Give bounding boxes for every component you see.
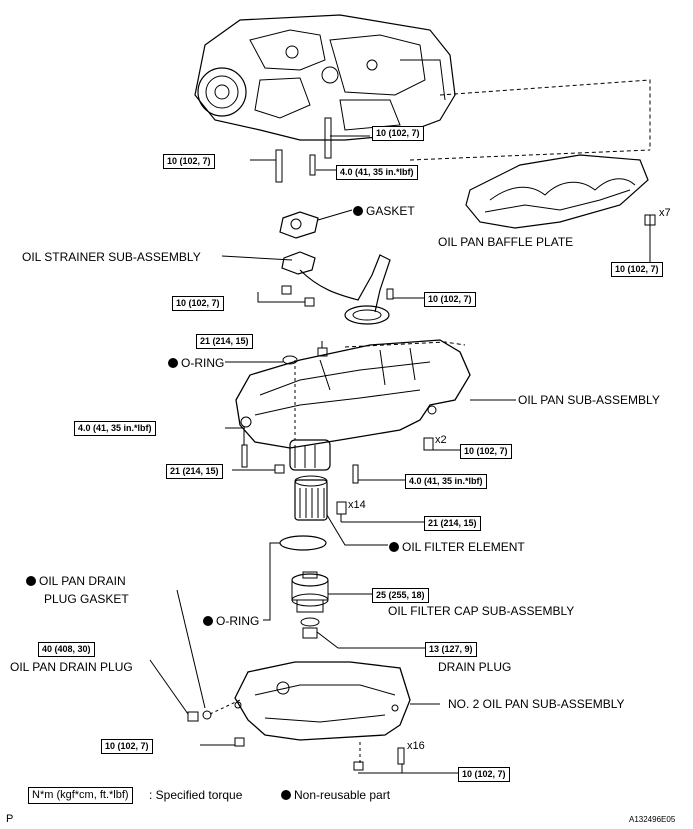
- torque-box-filter-cap: 25 (255, 18): [372, 588, 429, 603]
- legend-torque-box: N*m (kgf*cm, ft.*lbf): [28, 787, 133, 804]
- baffle-plate: [465, 154, 649, 229]
- count-x7: x7: [659, 207, 671, 219]
- torque-box-strainer-right: 10 (102, 7): [424, 292, 476, 307]
- gasket-part: [279, 211, 319, 239]
- non-reusable-dot-icon: [168, 358, 178, 368]
- oil-pan-upper: [235, 339, 471, 471]
- torque-box-pan2-right: 10 (102, 7): [458, 767, 510, 782]
- non-reusable-dot-icon: [281, 790, 291, 800]
- count-x2: x2: [435, 434, 447, 446]
- count-x14: x14: [348, 499, 366, 511]
- oil-pan-lower: [234, 661, 411, 741]
- figure-id: A132496E05: [629, 815, 676, 824]
- label-oil-pan-drain-plug: OIL PAN DRAIN PLUG: [10, 660, 133, 674]
- label-oil-pan: OIL PAN SUB-ASSEMBLY: [518, 393, 660, 407]
- torque-box-pan2-left: 10 (102, 7): [101, 739, 153, 754]
- torque-box-pan-stud-right: 4.0 (41, 35 in.*lbf): [405, 474, 487, 489]
- torque-box-drain-plug-pan: 40 (408, 30): [38, 642, 95, 657]
- page-letter: P: [6, 813, 14, 825]
- label-no2-oil-pan: NO. 2 OIL PAN SUB-ASSEMBLY: [448, 697, 625, 711]
- non-reusable-dot-icon: [26, 576, 36, 586]
- torque-box-pan-top: 21 (214, 15): [196, 334, 253, 349]
- label-drain-plug-gasket: OIL PAN DRAIN: [26, 574, 126, 588]
- torque-box-pan-stud-left: 4.0 (41, 35 in.*lbf): [74, 421, 156, 436]
- torque-box-pan-bottom-left: 21 (214, 15): [166, 464, 223, 479]
- non-reusable-dot-icon: [203, 616, 213, 626]
- torque-box-strainer-left: 10 (102, 7): [172, 296, 224, 311]
- label-oil-strainer: OIL STRAINER SUB-ASSEMBLY: [22, 250, 201, 264]
- count-x16: x16: [407, 740, 425, 752]
- oil-strainer: [281, 251, 391, 325]
- torque-box-pan-x2: 10 (102, 7): [460, 444, 512, 459]
- label-drain-plug: DRAIN PLUG: [438, 660, 512, 674]
- torque-box-pan-x14: 21 (214, 15): [424, 516, 481, 531]
- label-drain-plug-gasket-2: PLUG GASKET: [44, 592, 129, 606]
- torque-box-baffle: 10 (102, 7): [611, 262, 663, 277]
- label-o-ring-bottom: O-RING: [203, 614, 259, 628]
- torque-box-engine-right: 10 (102, 7): [372, 126, 424, 141]
- non-reusable-dot-icon: [353, 206, 363, 216]
- label-oil-filter-cap: OIL FILTER CAP SUB-ASSEMBLY: [388, 604, 575, 618]
- oil-filter-cap: [291, 571, 329, 613]
- label-oil-filter-element: OIL FILTER ELEMENT: [389, 540, 525, 554]
- torque-box-engine-stud: 4.0 (41, 35 in.*lbf): [336, 165, 418, 180]
- label-o-ring-top: O-RING: [168, 356, 224, 370]
- label-baffle-plate: OIL PAN BAFFLE PLATE: [438, 235, 574, 249]
- non-reusable-dot-icon: [389, 542, 399, 552]
- engine-studs: [275, 117, 332, 183]
- legend-non-reusable: Non-reusable part: [281, 788, 390, 802]
- oil-filter-element: [294, 475, 328, 521]
- label-gasket: GASKET: [353, 204, 415, 218]
- legend-specified-torque: : Specified torque: [149, 788, 243, 802]
- torque-box-engine-left: 10 (102, 7): [163, 154, 215, 169]
- torque-box-drain-plug: 13 (127, 9): [425, 642, 477, 657]
